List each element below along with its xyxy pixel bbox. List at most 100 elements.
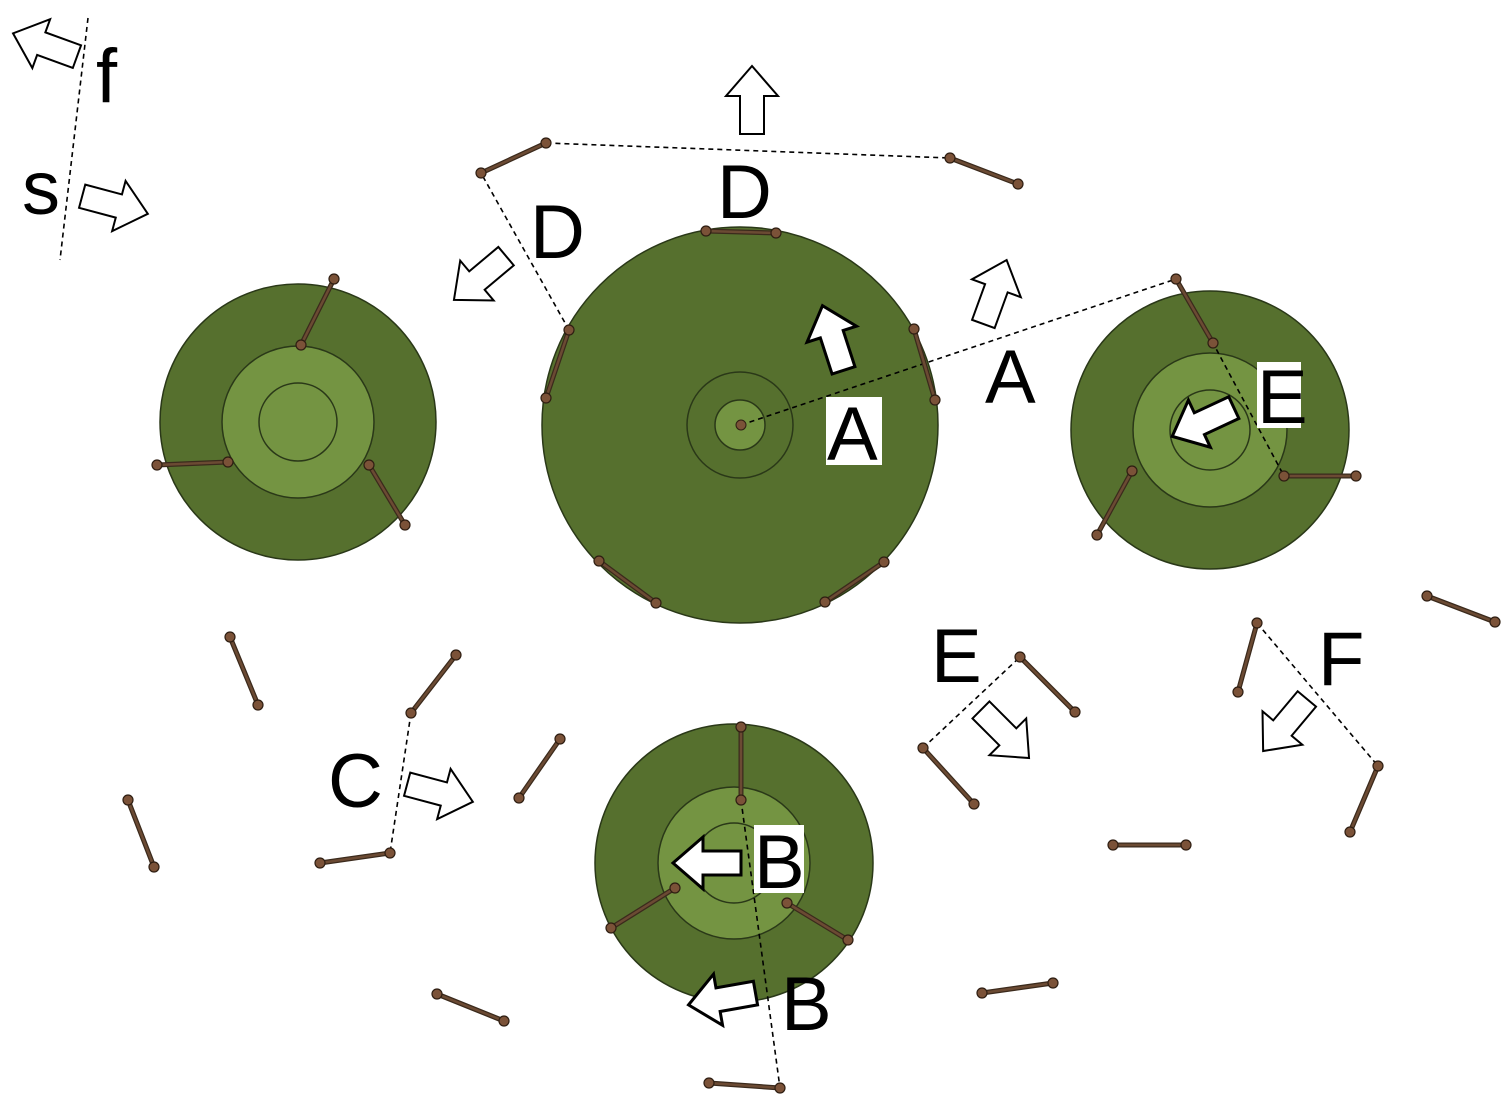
dashed-line-D <box>479 142 951 331</box>
rod-joint <box>1126 465 1138 477</box>
rod-joint <box>122 794 134 806</box>
rod-joint <box>735 721 747 733</box>
rod <box>367 463 407 527</box>
label-C: C <box>328 739 383 824</box>
label-f: f <box>96 34 118 119</box>
rod <box>299 277 336 347</box>
rod-joint <box>513 792 525 804</box>
rod <box>517 737 562 800</box>
rod-joint <box>650 597 662 609</box>
rod-joint <box>1069 706 1081 718</box>
dashed-line-C <box>389 712 412 854</box>
rod-joint <box>498 1015 510 1027</box>
label-B-inner-box <box>754 825 804 893</box>
rod <box>707 1081 782 1090</box>
rod-joint <box>314 857 326 869</box>
direction-arrow-icon <box>670 833 743 893</box>
rod-joint <box>1251 617 1263 629</box>
rod-joint <box>1180 839 1192 851</box>
label-A-center-box <box>826 397 882 465</box>
rod-joint <box>399 519 411 531</box>
label-A-right: A <box>985 335 1036 420</box>
dashed-line-B <box>740 799 781 1089</box>
rod <box>479 141 548 175</box>
label-D-left: D <box>530 190 585 275</box>
rod-joint <box>842 934 854 946</box>
rod-joint <box>1014 651 1026 663</box>
rod <box>980 981 1055 995</box>
rod-joint <box>1278 470 1290 482</box>
rod-joint <box>540 137 552 149</box>
rod-joint <box>1350 470 1362 482</box>
rod-joint <box>1170 273 1182 285</box>
direction-arrow-icon <box>971 700 1031 760</box>
rod <box>228 635 260 707</box>
rod <box>435 992 506 1023</box>
label-s: s <box>22 146 60 231</box>
rod-joint <box>328 273 340 285</box>
rod-joint <box>151 459 163 471</box>
rod-joint <box>1372 760 1384 772</box>
direction-arrow-icon <box>804 303 861 376</box>
direction-arrow-icon <box>77 178 150 234</box>
direction-arrow-icon <box>402 766 475 822</box>
rod-joint <box>431 988 443 1000</box>
rod <box>1425 594 1497 624</box>
rod-joint <box>669 882 681 894</box>
rod <box>318 851 392 865</box>
direction-arrow-icon <box>1261 689 1318 753</box>
dashed-line-F <box>1256 622 1379 767</box>
rod-joint <box>1232 686 1244 698</box>
rod-joint <box>976 987 988 999</box>
rod-joint <box>700 225 712 237</box>
arrows <box>11 17 1318 1029</box>
rod-joint <box>735 794 747 806</box>
rod-joint <box>1012 178 1024 190</box>
rod-joint <box>593 555 605 567</box>
rod <box>912 327 937 402</box>
label-E-lower: E <box>931 614 982 699</box>
disc-left <box>159 283 437 561</box>
rods <box>122 137 1501 1094</box>
direction-arrow-icon <box>1170 394 1241 450</box>
rod <box>597 559 658 605</box>
rod-joint <box>908 323 920 335</box>
dashed-line-E <box>922 656 1021 749</box>
rod-joint <box>1489 616 1501 628</box>
rod <box>1236 621 1259 694</box>
direction-arrow-icon <box>723 64 781 135</box>
rod-joint <box>295 339 307 351</box>
rod-joint <box>770 227 782 239</box>
rod <box>823 560 886 604</box>
rod <box>155 460 230 467</box>
direction-arrow-icon <box>11 17 83 71</box>
rod <box>1018 655 1077 714</box>
rod <box>921 746 976 806</box>
rod <box>1174 277 1215 345</box>
rod-joint <box>148 861 160 873</box>
dashed-line-f-s <box>59 17 89 261</box>
rod-joint <box>878 556 890 568</box>
center-pivot <box>735 419 747 431</box>
label-F: F <box>1318 617 1364 702</box>
rod-joint <box>781 897 793 909</box>
label-B-lower: B <box>781 962 832 1047</box>
rod <box>704 229 778 235</box>
rod-joint <box>540 392 552 404</box>
labels: f s D D A A E E F C B B <box>22 34 1364 1047</box>
rod-joint <box>384 847 396 859</box>
rod-joint <box>475 167 487 179</box>
rod-joint <box>252 699 264 711</box>
rod-joint <box>917 742 929 754</box>
rod <box>609 886 677 930</box>
rod-joint <box>554 733 566 745</box>
rod-joint <box>405 707 417 719</box>
label-B-inner: B <box>754 820 805 905</box>
rod-joint <box>968 798 980 810</box>
rod-joint <box>1207 337 1219 349</box>
rod-joint <box>1107 839 1119 851</box>
rod <box>544 328 571 400</box>
label-E-right: E <box>1257 355 1308 440</box>
rod-joint <box>1344 826 1356 838</box>
